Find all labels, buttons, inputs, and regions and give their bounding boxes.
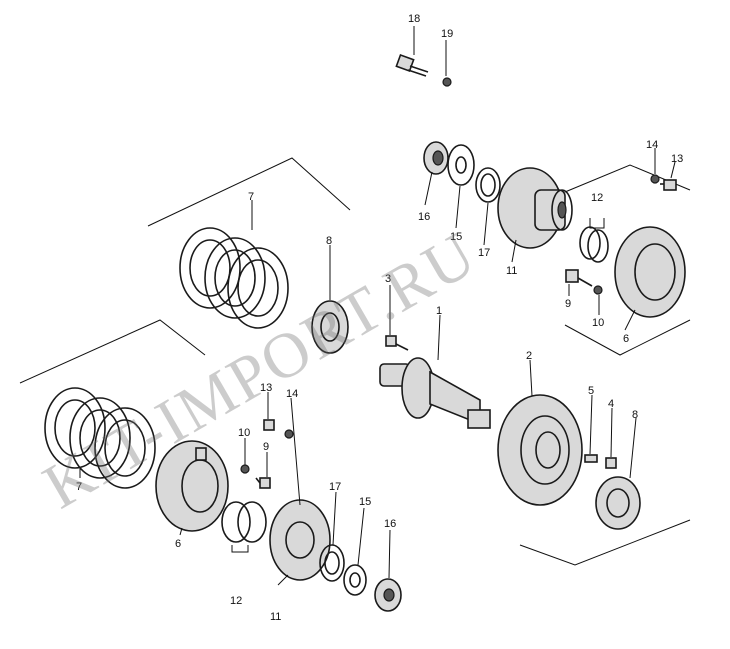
callout-8-upper: 8 — [326, 235, 332, 247]
cover-11-upper — [497, 167, 573, 249]
callout-12-lower: 12 — [230, 595, 242, 607]
washer-19 — [442, 77, 452, 87]
seal-17-upper — [475, 167, 501, 203]
callout-14-upper: 14 — [646, 139, 658, 151]
housing-6-upper — [614, 226, 686, 318]
callout-4: 4 — [608, 398, 614, 410]
group-frame-lower-left — [19, 319, 206, 384]
bolt-3 — [385, 335, 409, 351]
lock-plate-15-lower — [343, 564, 367, 596]
callout-16-lower: 16 — [384, 518, 396, 530]
callout-10-lower: 10 — [238, 427, 250, 439]
group-frame-upper-left — [147, 157, 351, 227]
callout-18: 18 — [408, 13, 420, 25]
callout-13-upper: 13 — [671, 153, 683, 165]
bolt-13-upper — [660, 179, 677, 191]
shims-7-lower — [44, 387, 156, 489]
callout-13-lower: 13 — [260, 382, 272, 394]
callout-15-upper: 15 — [450, 231, 462, 243]
pin-5 — [584, 454, 598, 463]
callout-16-upper: 16 — [418, 211, 430, 223]
seal-17-lower — [319, 544, 345, 582]
o-rings-12-upper — [579, 226, 609, 263]
callout-labels: 18 19 16 15 17 11 12 14 13 9 10 6 7 8 3 … — [76, 13, 683, 623]
callout-5: 5 — [588, 385, 594, 397]
shims-7-upper — [179, 227, 289, 329]
nut-16-lower — [374, 578, 402, 612]
callout-15-lower: 15 — [359, 496, 371, 508]
pinion-shaft-1 — [379, 357, 491, 429]
callout-11-lower: 11 — [270, 611, 281, 623]
callout-11-upper: 11 — [506, 265, 517, 277]
callout-17-lower: 17 — [329, 481, 341, 493]
callout-9-upper: 9 — [565, 298, 571, 310]
washer-14-upper — [650, 174, 660, 184]
bevel-gear-2 — [497, 394, 583, 506]
callout-6-lower: 6 — [175, 538, 181, 550]
bearing-8-upper — [311, 300, 349, 354]
bolt-9-lower — [255, 477, 271, 489]
washer-10-lower — [240, 464, 250, 474]
callout-7-upper: 7 — [248, 191, 254, 203]
o-rings-12-lower — [221, 501, 267, 543]
nut-4 — [605, 457, 617, 469]
callout-10-upper: 10 — [592, 317, 604, 329]
bearing-8-lower — [595, 476, 641, 530]
callout-9-lower: 9 — [263, 441, 269, 453]
callout-3: 3 — [385, 273, 391, 285]
leader-lines — [79, 26, 676, 586]
callout-8-lower: 8 — [632, 409, 638, 421]
callout-14-lower: 14 — [286, 388, 298, 400]
callout-2: 2 — [526, 350, 532, 362]
callout-12-upper: 12 — [591, 192, 603, 204]
bolt-9-upper — [565, 269, 593, 287]
washer-10-upper — [593, 285, 603, 295]
callout-6-upper: 6 — [623, 333, 629, 345]
callout-1: 1 — [436, 305, 442, 317]
bolt-13-lower — [263, 419, 275, 431]
group-frame-lower-right — [519, 519, 691, 566]
callout-19: 19 — [441, 28, 453, 40]
housing-6-lower — [155, 440, 229, 532]
nut-16-upper — [423, 141, 449, 175]
callout-17-upper: 17 — [478, 247, 490, 259]
group-frame-right-mid — [564, 319, 691, 356]
lock-plate-15-upper — [447, 144, 475, 186]
washer-14-lower — [284, 429, 294, 439]
callout-7-lower: 7 — [76, 481, 82, 493]
bolt-18 — [395, 53, 429, 77]
